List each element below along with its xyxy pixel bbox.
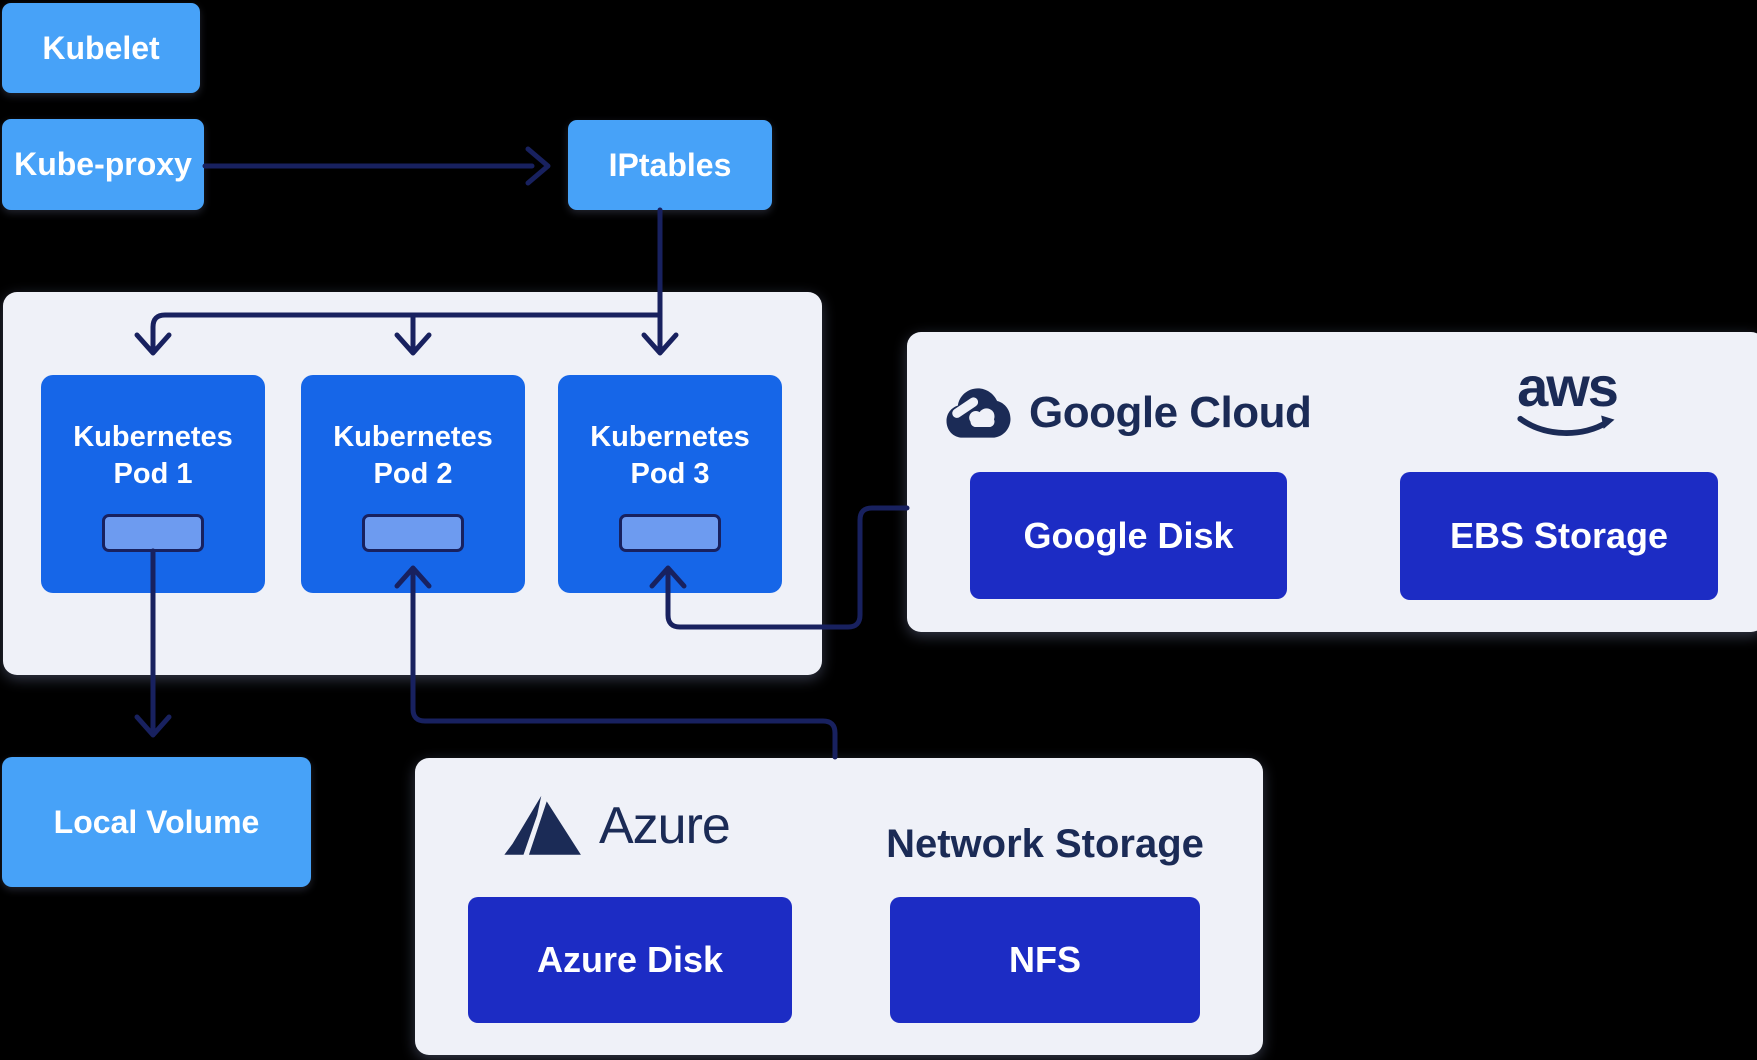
- cloud-providers-panel: Google Cloud aws Google Disk EBS Storage: [907, 332, 1757, 632]
- azure-disk-node: Azure Disk: [468, 897, 792, 1023]
- pod-volume-chip: [102, 514, 204, 552]
- pod-title-line1: Kubernetes: [73, 421, 233, 453]
- google-disk-node: Google Disk: [970, 472, 1287, 599]
- local-volume-label: Local Volume: [53, 803, 260, 840]
- pod-title: Kubernetes Pod 2: [301, 419, 525, 493]
- google-cloud-icon: [946, 388, 1011, 438]
- kubelet-label: Kubelet: [42, 29, 160, 66]
- local-volume-node: Local Volume: [2, 757, 311, 887]
- google-cloud-logo: Google Cloud: [945, 385, 1312, 441]
- azure-logo: Azure: [503, 786, 731, 866]
- ebs-storage-label: EBS Storage: [1449, 515, 1669, 556]
- arrowhead-down-icon: [134, 714, 172, 738]
- aws-logo-text: aws: [1517, 355, 1619, 418]
- network-storage-title: Network Storage: [886, 822, 1204, 866]
- ebs-storage-node: EBS Storage: [1400, 472, 1718, 600]
- nfs-node: NFS: [890, 897, 1200, 1023]
- pod-title-line2: Pod 3: [630, 458, 710, 490]
- aws-logo: aws: [1487, 355, 1647, 442]
- nfs-label: NFS: [1009, 939, 1081, 980]
- aws-smile-arrow-icon: [1517, 415, 1615, 436]
- iptables-node: IPtables: [568, 120, 772, 210]
- azure-disk-label: Azure Disk: [536, 939, 724, 980]
- pod-node-3: Kubernetes Pod 3: [558, 375, 782, 593]
- pod-volume-chip: [362, 514, 464, 552]
- pod-title: Kubernetes Pod 3: [558, 419, 782, 493]
- pod-node-2: Kubernetes Pod 2: [301, 375, 525, 593]
- google-cloud-logo-text: Google Cloud: [1029, 388, 1312, 437]
- kube-proxy-label: Kube-proxy: [14, 146, 192, 182]
- pod-node-1: Kubernetes Pod 1: [41, 375, 265, 593]
- pod-title-line1: Kubernetes: [333, 421, 493, 453]
- kube-proxy-node: Kube-proxy: [2, 119, 204, 210]
- azure-network-storage-panel: Azure Network Storage Azure Disk NFS: [415, 758, 1263, 1055]
- kubelet-node: Kubelet: [2, 3, 200, 93]
- azure-triangle-icon: [504, 795, 581, 855]
- arrowhead-right-icon: [525, 146, 551, 186]
- google-disk-label: Google Disk: [1023, 514, 1234, 556]
- pod-title-line2: Pod 1: [113, 458, 193, 490]
- pod-title-line2: Pod 2: [373, 458, 453, 490]
- pod-volume-chip: [619, 514, 721, 552]
- pod-title-line1: Kubernetes: [590, 421, 750, 453]
- iptables-label: IPtables: [608, 146, 732, 183]
- azure-logo-text: Azure: [599, 797, 731, 855]
- pod-title: Kubernetes Pod 1: [41, 419, 265, 493]
